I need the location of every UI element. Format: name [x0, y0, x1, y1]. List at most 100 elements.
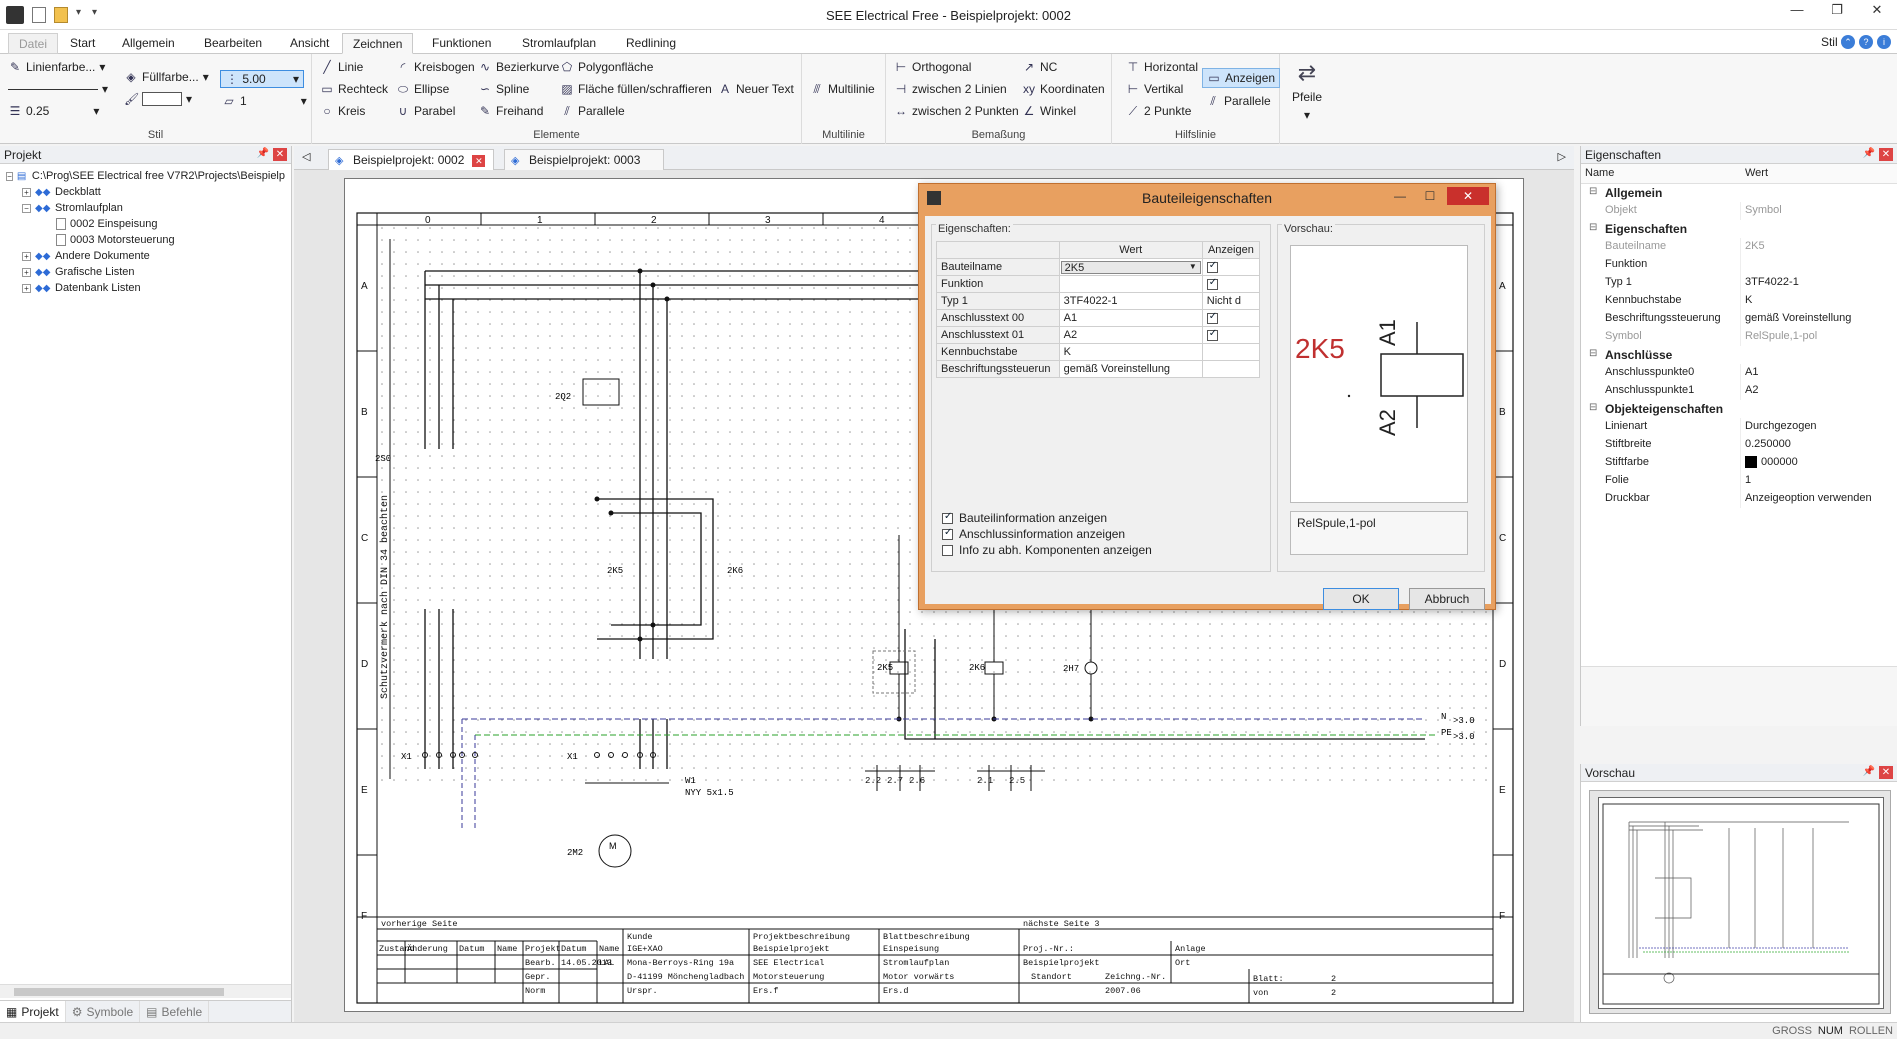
linewidth-dropdown[interactable]: ☰0.25▾ — [9, 104, 100, 118]
check-anschlussinfo[interactable]: Anschlussinformation anzeigen — [942, 527, 1125, 541]
orthogonal-button[interactable]: ⊢Orthogonal — [894, 60, 972, 74]
expand-icon[interactable]: + — [22, 283, 31, 293]
tab-scroll-left-icon[interactable]: ◁ — [302, 151, 311, 163]
bauteilname-combobox[interactable]: 2K5▼ — [1060, 260, 1201, 274]
property-value[interactable] — [1058, 275, 1203, 293]
linie-button[interactable]: ╱Linie — [320, 60, 363, 74]
doc-tab-0003[interactable]: ◈Beispielprojekt: 0003 — [504, 149, 664, 170]
winkel-button[interactable]: ∠Winkel — [1022, 104, 1076, 118]
motor-2m2[interactable] — [598, 834, 632, 868]
new-document-icon[interactable] — [32, 7, 46, 23]
dialog-close-icon[interactable]: ✕ — [1447, 187, 1489, 205]
parabel-button[interactable]: ∪Parabel — [396, 104, 456, 118]
spline-button[interactable]: ∽Spline — [478, 82, 529, 96]
tree-root[interactable]: −▤C:\Prog\SEE Electrical free V7R2\Proje… — [6, 168, 285, 184]
kreisbogen-button[interactable]: ◜Kreisbogen — [396, 60, 475, 74]
zwischen-linien-button[interactable]: ⊣zwischen 2 Linien — [894, 82, 1007, 96]
restore-icon[interactable]: ❐ — [1831, 2, 1843, 17]
dialog-title-bar[interactable]: Bauteileigenschaften — ☐ ✕ — [919, 184, 1495, 212]
expand-icon[interactable]: + — [22, 267, 31, 277]
doc-tab-0002[interactable]: ◈Beispielprojekt: 0002✕ — [328, 149, 495, 170]
flaeche-button[interactable]: ▨Fläche füllen/schraffieren — [560, 82, 712, 96]
size-input[interactable]: ⋮ 5.00▾ — [220, 70, 304, 88]
parallele-button[interactable]: ⫽Parallele — [560, 104, 624, 118]
dialog-minimize-icon[interactable]: — — [1394, 189, 1406, 203]
category-objekteigenschaften[interactable]: Objekteigenschaften — [1581, 400, 1897, 418]
tree-item-grafische[interactable]: +◆◆Grafische Listen — [6, 264, 285, 280]
anzeigen-toggle[interactable]: ▭Anzeigen — [1202, 68, 1281, 88]
tree-item-einspeisung[interactable]: 0002 Einspeisung — [6, 216, 285, 232]
close-icon[interactable]: ✕ — [1879, 766, 1893, 779]
app-icon[interactable] — [6, 6, 24, 24]
ok-button[interactable]: OK — [1323, 588, 1399, 610]
dropdown-arrow-icon[interactable]: ▾ — [76, 7, 84, 23]
property-value[interactable]: K — [1058, 343, 1203, 361]
tree-item-datenbank[interactable]: +◆◆Datenbank Listen — [6, 280, 285, 296]
show-checkbox[interactable] — [1206, 260, 1218, 273]
tab-projekt[interactable]: ▦Projekt — [0, 1001, 66, 1022]
tab-allgemein[interactable]: Allgemein — [122, 36, 175, 50]
property-value[interactable]: 3TF4022-1 — [1058, 292, 1203, 310]
polygonflaeche-button[interactable]: ⬠Polygonfläche — [560, 60, 654, 74]
horizontal-scrollbar[interactable] — [0, 984, 291, 998]
open-folder-icon[interactable] — [54, 7, 68, 23]
fillcolor-dropdown[interactable]: 🖌 ▾ — [124, 92, 193, 106]
multilinie-button[interactable]: ⫻Multilinie — [810, 82, 874, 96]
close-icon[interactable]: ✕ — [273, 148, 287, 161]
selected-coil-frame[interactable] — [872, 650, 916, 694]
zwei-punkte-button[interactable]: ⟋2 Punkte — [1126, 104, 1192, 118]
rechteck-button[interactable]: ▭Rechteck — [320, 82, 388, 96]
horizontal-button[interactable]: ⊤Horizontal — [1126, 60, 1198, 74]
checkbox[interactable] — [942, 511, 953, 524]
tab-stromlaufplan[interactable]: Stromlaufplan — [522, 36, 597, 50]
tab-ansicht[interactable]: Ansicht — [290, 36, 330, 50]
info-icon[interactable]: i — [1877, 35, 1891, 49]
pin-icon[interactable]: 📌 — [256, 148, 269, 159]
dialog-maximize-icon[interactable]: ☐ — [1424, 189, 1436, 203]
tree-item-motorsteuerung[interactable]: 0003 Motorsteuerung — [6, 232, 285, 248]
collapse-icon[interactable]: − — [22, 203, 31, 213]
property-value[interactable]: A1 — [1058, 309, 1203, 327]
ellipse-button[interactable]: ⬭Ellipse — [396, 82, 449, 96]
checkbox[interactable] — [942, 527, 953, 540]
customize-toolbar-icon[interactable]: ▾ — [92, 7, 100, 23]
collapse-icon[interactable]: − — [6, 171, 13, 181]
property-row[interactable]: Funktion — [1581, 256, 1897, 274]
tab-befehle[interactable]: ▤Befehle — [140, 1001, 210, 1022]
tab-funktionen[interactable]: Funktionen — [432, 36, 492, 50]
minimize-icon[interactable]: — — [1790, 2, 1804, 17]
pin-icon[interactable]: 📌 — [1862, 148, 1875, 159]
category-anschluesse[interactable]: Anschlüsse — [1581, 346, 1897, 364]
property-value[interactable]: A2 — [1058, 326, 1203, 344]
zwischen-punkten-button[interactable]: ↔zwischen 2 Punkten — [894, 104, 1019, 118]
linestyle-dropdown[interactable]: ▾ — [8, 82, 108, 96]
help-icon[interactable]: ? — [1859, 35, 1873, 49]
parallele-guide-button[interactable]: ⫽Parallele — [1206, 94, 1270, 108]
kreis-button[interactable]: ○Kreis — [320, 104, 365, 118]
vertikal-button[interactable]: ⊢Vertikal — [1126, 82, 1184, 96]
minimize-ribbon-icon[interactable]: ⌃ — [1841, 35, 1855, 49]
freihand-button[interactable]: ✎Freihand — [478, 104, 543, 118]
close-icon[interactable]: ✕ — [1871, 2, 1883, 17]
category-eigenschaften[interactable]: Eigenschaften — [1581, 220, 1897, 238]
close-tab-icon[interactable]: ✕ — [472, 155, 486, 167]
show-checkbox[interactable] — [1206, 277, 1218, 290]
tab-datei[interactable]: Datei — [8, 33, 59, 54]
show-checkbox[interactable] — [1206, 311, 1218, 324]
property-value[interactable]: gemäß Voreinstellung — [1058, 360, 1203, 378]
check-bauteilinfo[interactable]: Bauteilinformation anzeigen — [942, 511, 1107, 525]
pin-icon[interactable]: 📌 — [1862, 766, 1875, 777]
expand-icon[interactable]: + — [22, 187, 31, 197]
tab-symbole[interactable]: ⚙Symbole — [66, 1001, 141, 1022]
minimap[interactable] — [1589, 790, 1891, 1014]
